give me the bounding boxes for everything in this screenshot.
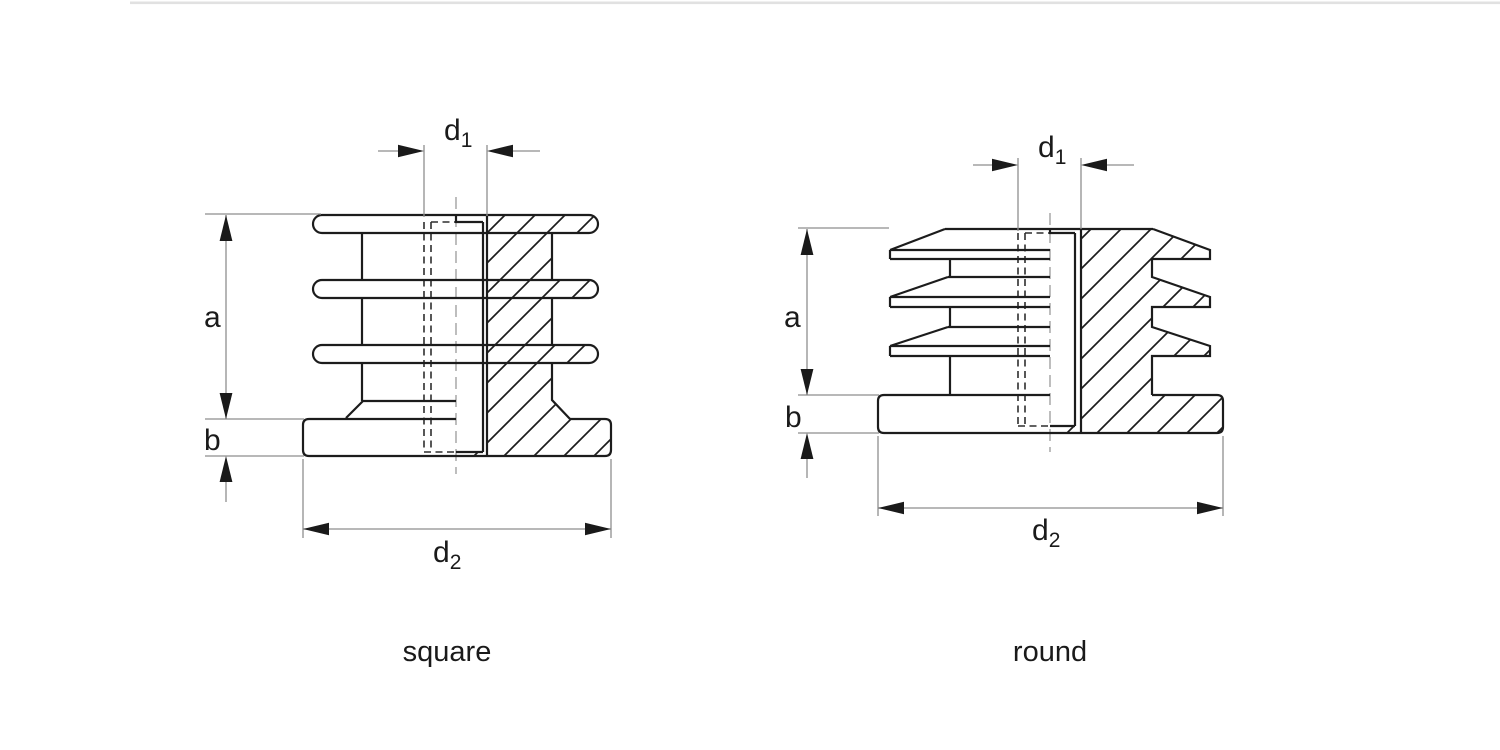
arrowhead	[800, 369, 814, 395]
fin	[311, 343, 600, 365]
section-hatch	[456, 215, 611, 456]
square-insert-figure: d1 a b d2 square	[204, 114, 613, 668]
arrowhead	[800, 433, 814, 459]
dim-label-b: b	[204, 424, 221, 457]
arrowhead	[219, 456, 233, 482]
dimension-b: b	[785, 401, 879, 478]
figure-caption-square: square	[403, 636, 492, 668]
arrowhead	[992, 158, 1018, 172]
arrowhead	[800, 229, 814, 255]
dimension-a: a	[204, 213, 321, 420]
arrowhead	[878, 501, 904, 515]
round-insert-figure: d1 a b d2 round	[784, 131, 1225, 668]
arrowhead	[219, 393, 233, 419]
section-hatch	[1050, 229, 1223, 433]
dim-label-b: b	[785, 401, 802, 434]
figure-caption-round: round	[1013, 636, 1087, 668]
dim-label-d1: d1	[444, 114, 472, 152]
dimension-d2: d2	[302, 459, 612, 574]
arrowhead	[487, 144, 513, 158]
flange	[301, 417, 613, 458]
dim-label-a: a	[784, 301, 801, 334]
dimension-a: a	[784, 227, 889, 396]
arrowhead	[219, 215, 233, 241]
fin	[888, 325, 1050, 358]
arrowhead	[1197, 501, 1223, 515]
arrowhead	[303, 522, 329, 536]
top-rule	[130, 1, 1500, 5]
dim-label-a: a	[204, 301, 221, 334]
dim-label-d2: d2	[1032, 514, 1060, 552]
hidden-hole-lines	[1017, 232, 1050, 427]
arrowhead	[398, 144, 424, 158]
hidden-hole-lines	[423, 221, 456, 453]
flange	[876, 393, 1225, 435]
fin	[311, 278, 600, 300]
dim-label-d1: d1	[1038, 131, 1066, 169]
arrowhead	[585, 522, 611, 536]
dimension-d1: d1	[973, 131, 1134, 231]
dimension-b: b	[204, 424, 304, 502]
dim-label-d2: d2	[433, 536, 461, 574]
dimension-d2: d2	[877, 436, 1224, 552]
part-outline	[876, 227, 1225, 435]
part-outline	[301, 213, 613, 458]
fin	[888, 275, 1050, 309]
dimension-d1: d1	[378, 114, 540, 217]
arrowhead	[1081, 158, 1107, 172]
